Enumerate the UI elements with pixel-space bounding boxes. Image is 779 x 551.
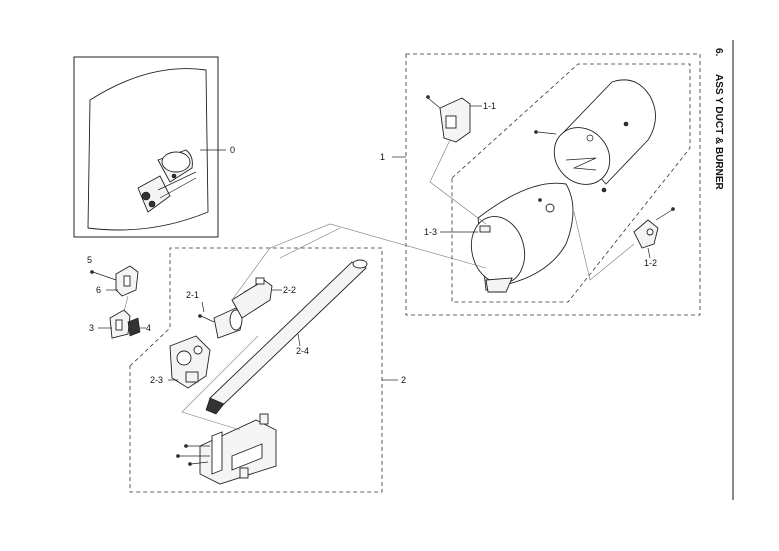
bracket-2-2	[231, 277, 273, 319]
section-heading: 6. ASS Y DUCT & BURNER	[713, 48, 724, 191]
group-1-3-boundary	[451, 63, 691, 303]
burner-tube-2-4	[205, 259, 368, 415]
overview-cabinet-outline	[87, 68, 209, 231]
cluster-3-to-6: 5 6 3 4	[87, 255, 151, 339]
pad-part-4	[127, 317, 141, 337]
label-part-2-4: 2-4	[296, 346, 309, 356]
section-title: ASS Y DUCT & BURNER	[713, 74, 724, 191]
label-part-1-2: 1-2	[644, 258, 657, 268]
group-1-boundary	[405, 53, 701, 316]
label-part-6: 6	[96, 285, 101, 295]
holder-part-3	[109, 309, 131, 339]
section-number: 6.	[713, 48, 724, 57]
label-part-3: 3	[89, 323, 94, 333]
overview-assembly-icon	[137, 149, 197, 213]
group-2-burner: 2 2-1 2-2 2-4	[129, 247, 406, 493]
label-part-1-1: 1-1	[483, 101, 496, 111]
group-2-boundary	[129, 247, 383, 493]
clip-part-6	[115, 265, 139, 297]
label-part-2-1: 2-1	[186, 290, 199, 300]
label-part-2-2: 2-2	[283, 285, 296, 295]
label-part-4: 4	[146, 323, 151, 333]
label-part-2-3: 2-3	[150, 375, 163, 385]
label-part-1-3: 1-3	[424, 227, 437, 237]
duct-front-cylinder	[470, 182, 574, 293]
bracket-1-1	[426, 95, 471, 143]
group-1-duct: 1 1-3 1-1	[380, 53, 701, 316]
duct-rear-cylinder	[553, 79, 656, 193]
gas-valve-2-3	[169, 335, 211, 389]
label-part-2: 2	[401, 375, 406, 385]
label-part-5: 5	[87, 255, 92, 265]
label-part-1: 1	[380, 152, 385, 162]
overview-box: 0	[73, 56, 235, 238]
label-part-0: 0	[230, 145, 235, 155]
base-bracket	[176, 413, 277, 485]
sensor-1-2	[633, 207, 675, 249]
igniter-2-1	[198, 307, 243, 339]
